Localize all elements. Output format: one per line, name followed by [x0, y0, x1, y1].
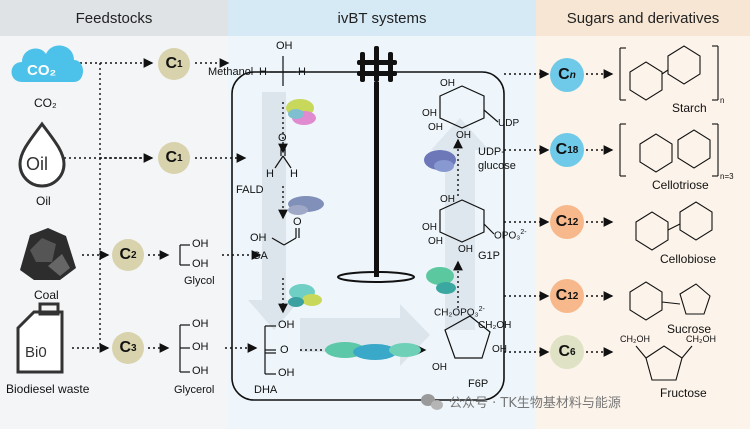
stirrer-icon [337, 82, 415, 283]
product-label-cellobiose: Cellobiose [660, 252, 717, 266]
enzyme-icon-1 [286, 99, 316, 125]
glycerol-label: Glycerol [174, 384, 215, 396]
glycerol-oh-3: OH [192, 365, 209, 377]
g1p-oh-1: OH [440, 194, 455, 205]
transporter-icon [357, 46, 397, 82]
biodiesel-canister-icon [16, 302, 64, 374]
dha-o: O [280, 344, 289, 356]
coal-icon [20, 228, 76, 280]
dha-label: DHA [254, 384, 278, 396]
g1p-opo3: OPO₃2- [494, 229, 527, 242]
glycol-oh-1: OH [192, 238, 209, 250]
udpg-label-2: glucose [478, 160, 516, 172]
fald-h-left: H [266, 168, 274, 180]
fald-h-right: H [290, 168, 298, 180]
glycerol-oh-2: OH [192, 341, 209, 353]
fald-label: FALD [236, 184, 264, 196]
oil-icon-text: Oil [26, 154, 48, 174]
product-label-starch: Starch [672, 101, 707, 115]
glycerol-oh-1: OH [192, 318, 209, 330]
g1p-oh-3: OH [428, 236, 443, 247]
feedstock-label-biodiesel: Biodiesel waste [6, 382, 90, 396]
wechat-icon [421, 394, 443, 410]
fructose-ch2oh-1: CH₂OH [620, 334, 650, 344]
f6p-oh-1: OH [492, 344, 507, 355]
starch-n: n [720, 96, 725, 105]
methanol-h-right: H [298, 66, 306, 78]
feedstock-label-coal: Coal [34, 288, 59, 302]
feedstocks-header: Feedstocks [0, 0, 228, 36]
fald-o: O [278, 132, 287, 144]
products-header: Sugars and derivatives [536, 0, 750, 36]
ivbt-header: ivBT systems [228, 0, 536, 36]
g1p-oh-4: OH [458, 244, 473, 255]
product-label-fructose: Fructose [660, 386, 707, 400]
f6p-oh-2: OH [432, 362, 447, 373]
udpg-oh-2: OH [422, 108, 437, 119]
product-label-sucrose: Sucrose [667, 322, 712, 336]
watermark: 公众号 · TK生物基材料与能源 [449, 396, 621, 411]
flow-arrow-down [248, 92, 300, 330]
f6p-ch2oh: CH₂OH [478, 320, 512, 331]
feedstock-label-oil: Oil [36, 194, 51, 208]
oil-drop-icon [18, 121, 66, 188]
udpg-oh-4: OH [456, 130, 471, 141]
fructose-ch2oh-2: CH₂OH [686, 334, 716, 344]
dha-oh-1: OH [278, 319, 295, 331]
g1p-oh-2: OH [422, 222, 437, 233]
udpg-oh-3: OH [428, 122, 443, 133]
f6p-ch2opo3: CH₂OPO₃2- [434, 306, 485, 319]
biodiesel-icon-text: Bi0 [25, 344, 47, 361]
methanol-h-left: H [259, 66, 267, 78]
feedstock-label-co2: CO₂ [34, 96, 57, 110]
enzyme-icon-4 [325, 342, 421, 360]
co2-cloud-icon [11, 45, 83, 82]
udpg-udp: UDP [498, 118, 520, 129]
methanol-oh: OH [276, 40, 293, 52]
ga-label: GA [252, 250, 268, 262]
enzyme-icon-3 [288, 284, 322, 307]
g1p-label: G1P [478, 250, 501, 262]
f6p-label: F6P [468, 378, 489, 390]
udpg-oh-1: OH [440, 78, 455, 89]
enzyme-icon-2 [288, 196, 324, 215]
glycol-label: Glycol [184, 275, 215, 287]
ga-o: O [293, 216, 302, 228]
cellotriose-n3: n=3 [720, 172, 734, 181]
methanol-label: Methanol [208, 66, 254, 78]
glycol-oh-2: OH [192, 258, 209, 270]
product-label-cellotriose: Cellotriose [652, 178, 709, 192]
enzyme-icon-5 [426, 267, 456, 294]
enzyme-icon-6 [424, 150, 456, 172]
dha-oh-2: OH [278, 367, 295, 379]
co2-icon-text: CO₂ [27, 62, 57, 79]
udpg-label-1: UDP- [478, 146, 505, 158]
ga-oh: OH [250, 232, 267, 244]
